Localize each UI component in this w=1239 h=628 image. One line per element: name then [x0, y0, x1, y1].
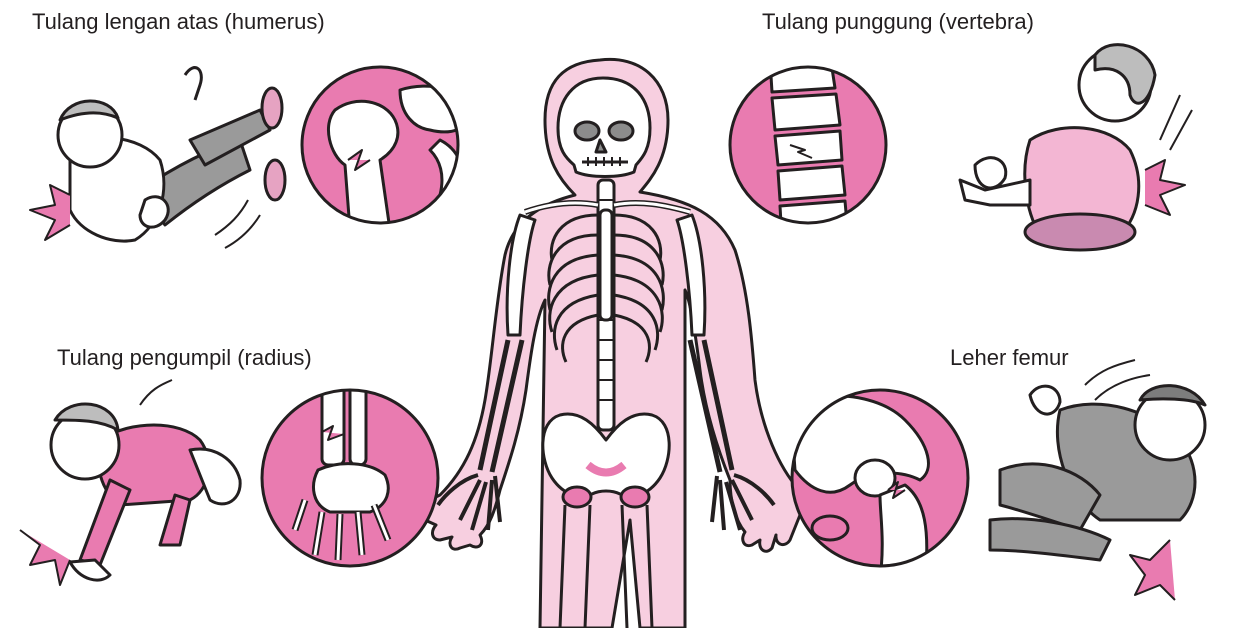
falling-man-figure	[30, 68, 285, 248]
falling-woman-forward-figure	[20, 380, 240, 585]
humerus-inset	[302, 67, 470, 230]
femur-inset	[790, 390, 968, 580]
vertebra-inset	[730, 55, 886, 240]
falling-man-side-figure	[990, 360, 1205, 600]
falling-woman-back-figure	[960, 45, 1192, 250]
radius-inset	[262, 385, 438, 566]
